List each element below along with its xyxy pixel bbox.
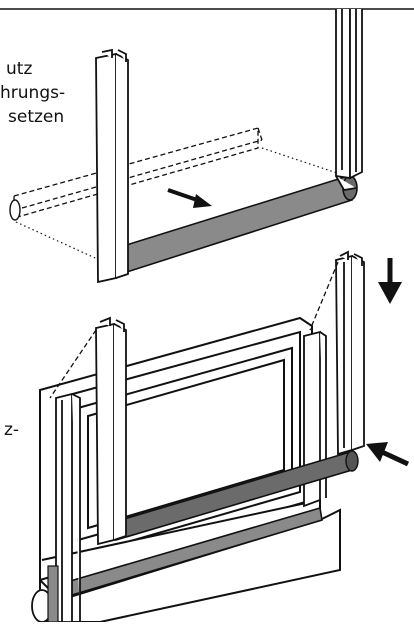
caption-top-line-3: setzen — [8, 107, 65, 127]
roller-end-cap — [9, 199, 21, 221]
arrow-right-icon — [167, 188, 212, 208]
right-guide-rail-detached — [335, 250, 365, 456]
caption-mid-line-1: z- — [4, 420, 20, 440]
left-rail-brush — [47, 565, 59, 623]
dashed-cassette-outline — [13, 127, 263, 219]
caption-top-line-1: utz — [6, 59, 33, 79]
left-guide-rail-frame — [55, 392, 81, 623]
right-guide-rail-top — [335, 9, 363, 191]
left-guide-rail-top — [95, 48, 129, 284]
dotted-guides-top — [15, 147, 347, 263]
caption-top-line-2: hrungs- — [0, 83, 66, 103]
arrow-push-left-icon — [366, 442, 410, 467]
left-guide-rail-detached — [95, 316, 127, 546]
dashed-guides-bottom — [49, 261, 339, 399]
roller-tube-top — [97, 174, 358, 280]
arrow-down-icon — [378, 258, 402, 304]
